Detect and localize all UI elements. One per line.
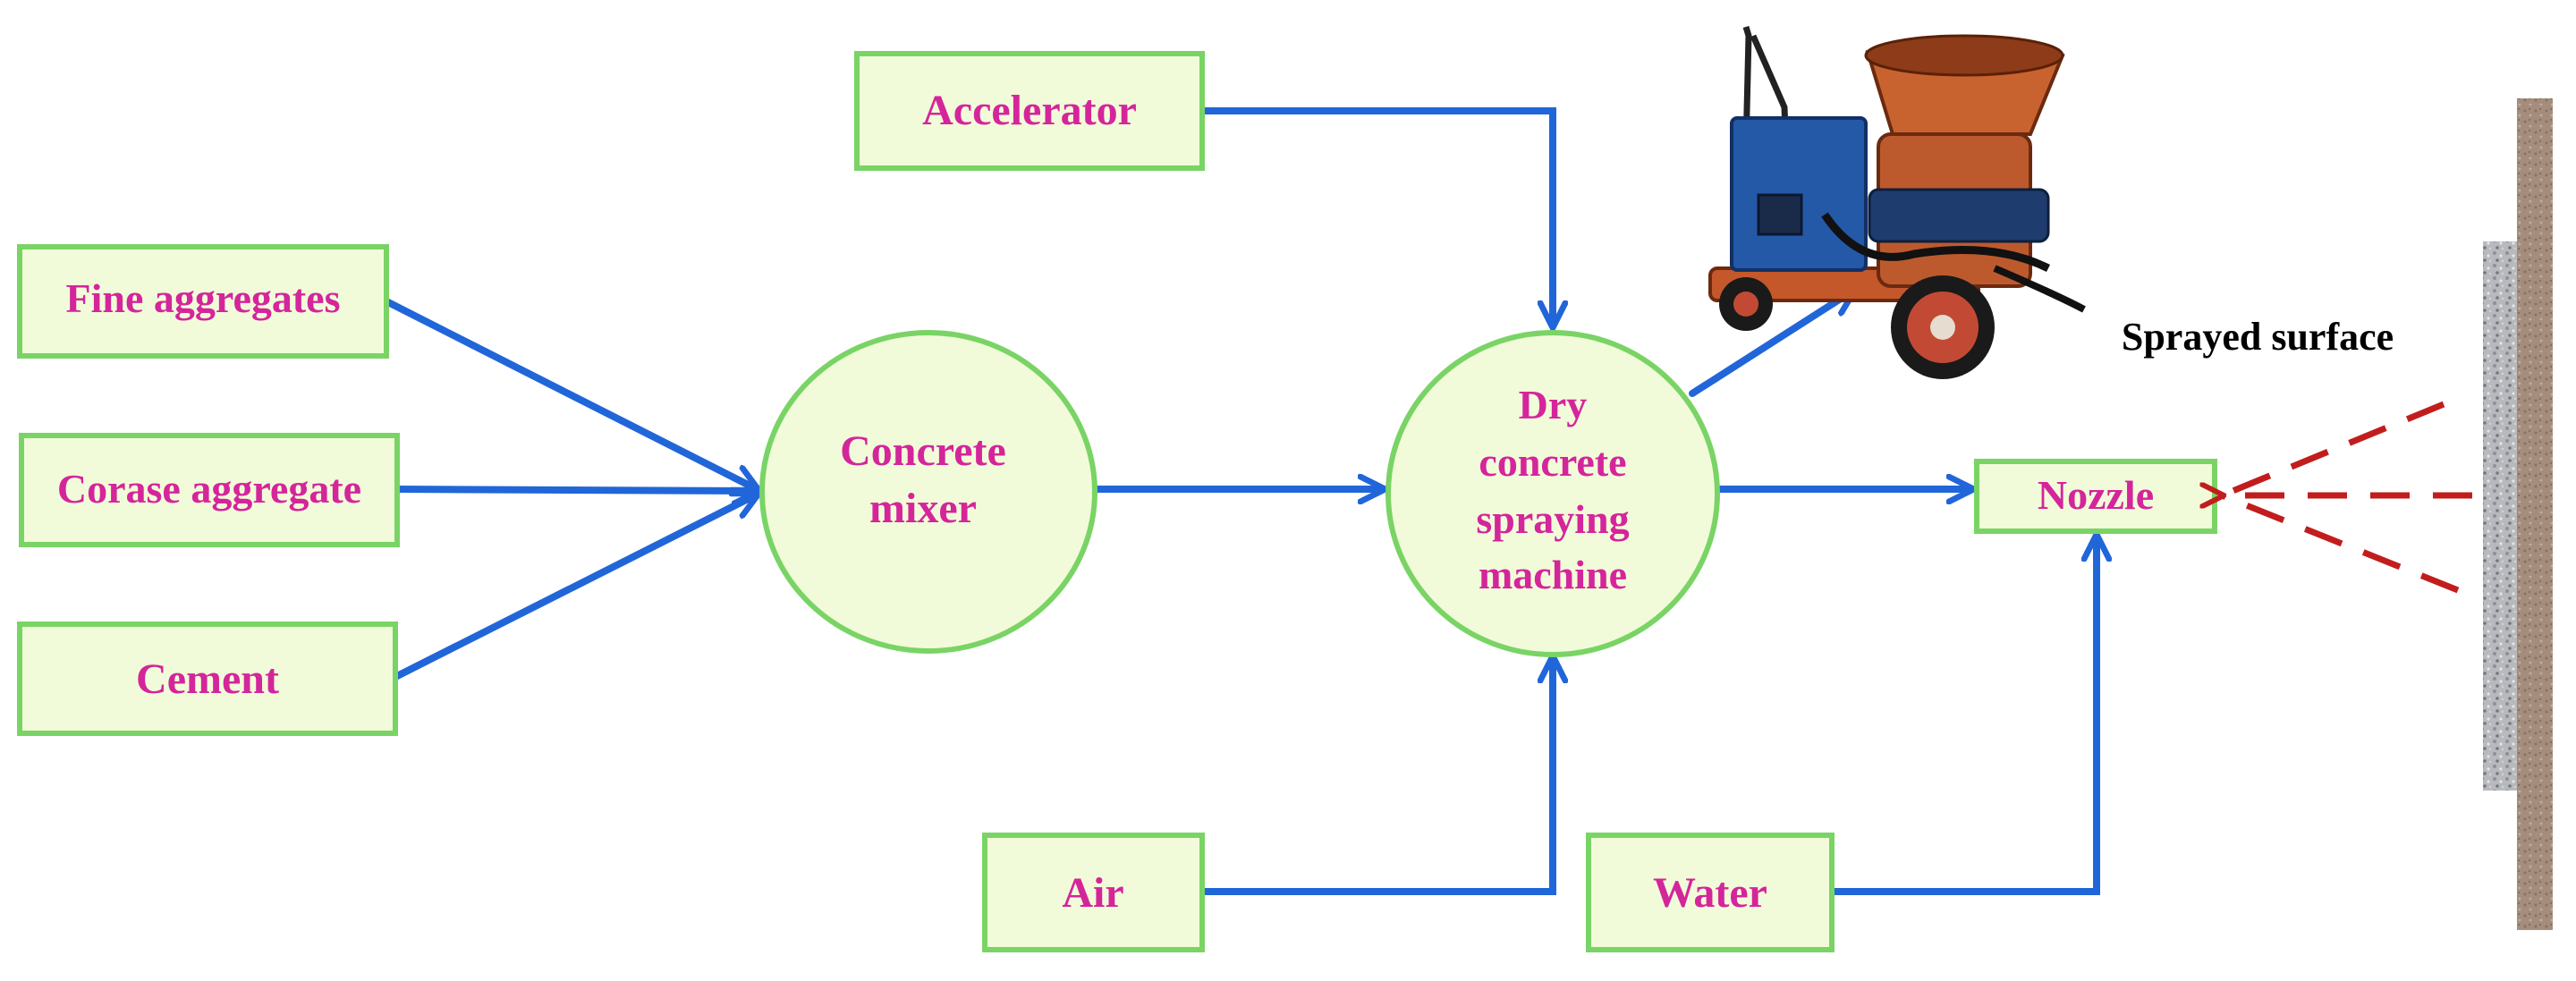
arrow-coarse-to-mixer <box>394 489 757 491</box>
spraying-machine-node: Dry concrete spraying machine <box>1385 330 1720 657</box>
coarse-aggregate-label: Corase aggregate <box>57 466 361 512</box>
accelerator-label: Accelerator <box>922 87 1137 134</box>
sprayed-surface-wall <box>2483 98 2553 930</box>
accelerator-box: Accelerator <box>854 51 1205 171</box>
sprayed-surface-label: Sprayed surface <box>2122 315 2394 359</box>
machine-label-line4: machine <box>1479 552 1627 597</box>
water-label: Water <box>1653 869 1767 917</box>
fine-aggregates-box: Fine aggregates <box>17 244 389 359</box>
mixer-label-line1: Concrete <box>840 427 1006 475</box>
machine-label-line2: concrete <box>1479 439 1626 485</box>
machine-label-line1: Dry <box>1519 382 1588 427</box>
nozzle-box: Nozzle <box>1974 459 2217 534</box>
coarse-aggregate-box: Corase aggregate <box>19 433 400 547</box>
arrow-water-to-nozzle <box>1830 537 2097 895</box>
machine-label-line3: spraying <box>1476 496 1629 542</box>
concrete-mixer-node: Concrete mixer <box>759 330 1097 654</box>
spray-line-lower <box>2220 492 2460 594</box>
shotcrete-machine-illustration <box>1708 25 2086 379</box>
fine-aggregates-label: Fine aggregates <box>65 275 340 321</box>
input-boxes: Fine aggregates Corase aggregate Cement … <box>17 51 1835 952</box>
connectors <box>383 107 2097 895</box>
arrow-accelerator-to-machine <box>1200 107 1553 326</box>
cement-label: Cement <box>136 655 279 703</box>
spray-line-upper <box>2220 401 2445 499</box>
spray-lines <box>2220 401 2472 594</box>
air-box: Air <box>982 833 1205 952</box>
water-box: Water <box>1586 833 1835 952</box>
arrow-cement-to-mixer <box>392 495 757 681</box>
nozzle-label: Nozzle <box>2038 472 2154 518</box>
air-label: Air <box>1062 869 1123 917</box>
arrow-machine-to-photo <box>1689 291 1853 397</box>
arrow-air-to-machine <box>1200 658 1553 895</box>
mixer-label-line2: mixer <box>869 485 977 532</box>
arrow-fine-to-mixer <box>383 298 757 489</box>
cement-box: Cement <box>17 622 398 736</box>
